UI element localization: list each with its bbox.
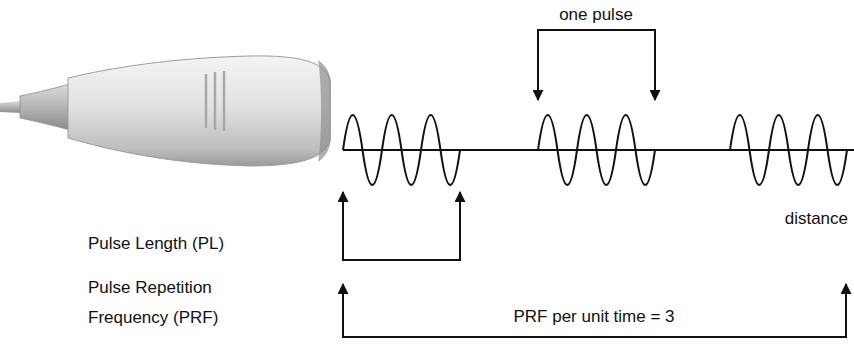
bracket-arrow bbox=[654, 29, 656, 100]
diagram-label: Pulse Repetition Frequency (PRF) bbox=[88, 273, 258, 333]
bracket-arrow bbox=[845, 284, 847, 338]
label-text: PRF per unit time = 3 bbox=[513, 307, 674, 326]
pulse-wave bbox=[538, 115, 655, 185]
strain-relief bbox=[20, 84, 70, 130]
pulse-wave bbox=[343, 115, 460, 185]
bracket-arrow bbox=[342, 284, 344, 338]
label-text: Pulse Length (PL) bbox=[88, 234, 224, 253]
probe-face bbox=[318, 60, 331, 162]
probe-cable bbox=[0, 101, 22, 113]
pulse-wave bbox=[730, 115, 847, 185]
prf-bracket bbox=[343, 336, 846, 338]
pulse-bracket bbox=[538, 29, 655, 31]
diagram-label: Pulse Length (PL) bbox=[88, 229, 224, 259]
probe-groove bbox=[223, 71, 226, 131]
bracket-arrow bbox=[537, 29, 539, 100]
label-text: distance bbox=[785, 209, 848, 228]
diagram-label: PRF per unit time = 3 bbox=[513, 302, 674, 332]
distance-axis bbox=[343, 149, 854, 151]
probe-groove bbox=[205, 74, 208, 128]
length-bracket bbox=[343, 259, 460, 261]
transducer-probe bbox=[0, 56, 331, 166]
probe-body bbox=[68, 56, 330, 166]
label-text: one pulse bbox=[559, 5, 633, 24]
label-text: Pulse Repetition Frequency (PRF) bbox=[88, 278, 218, 327]
diagram-label: one pulse bbox=[559, 0, 633, 30]
bracket-arrow bbox=[459, 192, 461, 261]
diagram-label: distance bbox=[785, 204, 848, 234]
probe-groove bbox=[214, 72, 217, 130]
bracket-arrow bbox=[342, 192, 344, 261]
